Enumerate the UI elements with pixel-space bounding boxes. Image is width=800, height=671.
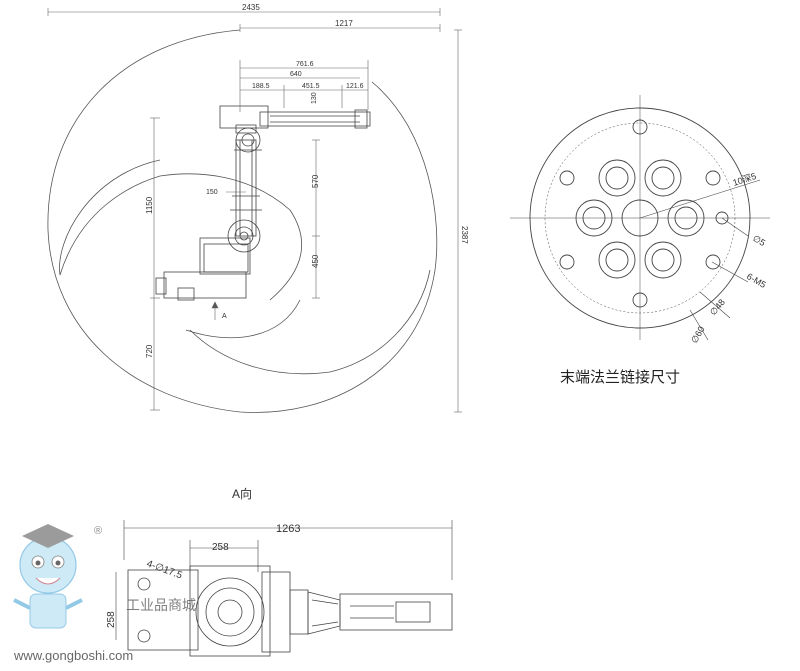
side-view: 2435 1217 761.6 640 188.5 451.5 121.6 13…: [47, 3, 469, 413]
dim-188: 188.5: [252, 83, 270, 90]
dim-150: 150: [206, 189, 218, 196]
flange-m5-label: 6-M5: [745, 271, 768, 290]
flange-leader-lines: [639, 179, 761, 341]
top-view: A向 1263 258 258: [106, 486, 453, 657]
dim-450: 450: [311, 254, 320, 268]
side-dimension-lines: [47, 8, 462, 413]
registered-mark: ®: [94, 525, 102, 537]
flange-dia60-label: ∅60: [689, 325, 707, 345]
flange-large-holes: [575, 159, 705, 279]
top-holes-label: 4-∅17.5: [145, 558, 184, 581]
flange-small-holes: [559, 119, 729, 308]
top-view-title: A向: [232, 486, 252, 501]
flange-dia48-label: ∅48: [708, 297, 727, 317]
flange-caption: 末端法兰链接尺寸: [560, 368, 680, 386]
dim-130: 130: [311, 92, 318, 104]
watermark: ® 工业品商城 www.gongboshi.com: [13, 524, 196, 663]
dim-121: 121.6: [346, 83, 364, 90]
dim-arm-640: 640: [290, 71, 302, 78]
dim-570: 570: [311, 174, 320, 188]
dim-2387: 2387: [460, 226, 469, 244]
flange-dia5-label: ∅5: [751, 233, 767, 248]
dim-arm-761: 761.6: [296, 61, 314, 68]
workspace-lower-arc: [189, 269, 431, 375]
workspace-inner-lower-arc: [185, 299, 301, 339]
top-dim-side-258: 258: [106, 611, 117, 628]
watermark-url: www.gongboshi.com: [13, 648, 133, 663]
dim-1150: 1150: [145, 196, 154, 214]
robot-top: [127, 565, 453, 657]
side-dimension-text: 2435 1217 761.6 640 188.5 451.5 121.6 13…: [145, 3, 469, 358]
top-dim-1263: 1263: [276, 523, 300, 535]
top-dim-258: 258: [212, 542, 229, 553]
workspace-outer-arc: [47, 29, 438, 413]
flange-view: 10深5 ∅5 6-M5 ∅48 ∅60 末端法兰链接尺寸: [510, 95, 770, 386]
dim-reach: 1217: [335, 19, 353, 28]
robot-side: [155, 105, 371, 301]
flange-depth-label: 10深5: [732, 171, 758, 188]
watermark-site-name: 工业品商城: [126, 598, 196, 614]
dim-total-width: 2435: [242, 3, 260, 12]
dim-720: 720: [145, 344, 154, 358]
mascot-logo: [13, 524, 83, 629]
view-arrow-label: A: [222, 313, 227, 320]
workspace-inner-arc: [59, 159, 303, 301]
dim-451: 451.5: [302, 83, 320, 90]
